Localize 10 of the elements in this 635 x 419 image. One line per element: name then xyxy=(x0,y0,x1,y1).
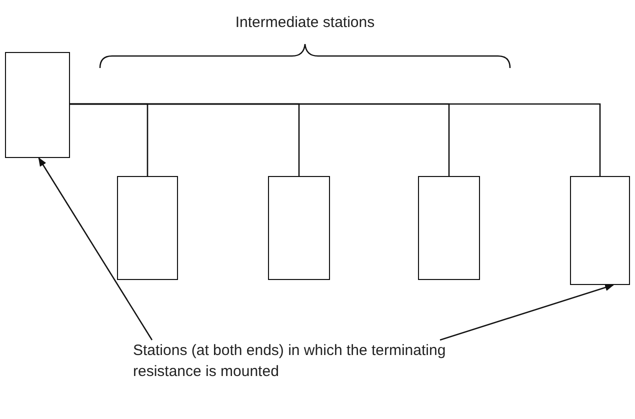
station-box xyxy=(268,176,330,280)
station-box xyxy=(570,176,630,285)
leader-line xyxy=(440,284,614,341)
station-box xyxy=(117,176,178,280)
group-label: Intermediate stations xyxy=(234,13,376,33)
station-box xyxy=(5,52,70,158)
station-box xyxy=(418,176,480,280)
bus-line xyxy=(70,103,601,176)
callout-text: Stations (at both ends) in which the terminating resistance is mounted xyxy=(133,340,513,382)
leader-line xyxy=(38,157,153,340)
